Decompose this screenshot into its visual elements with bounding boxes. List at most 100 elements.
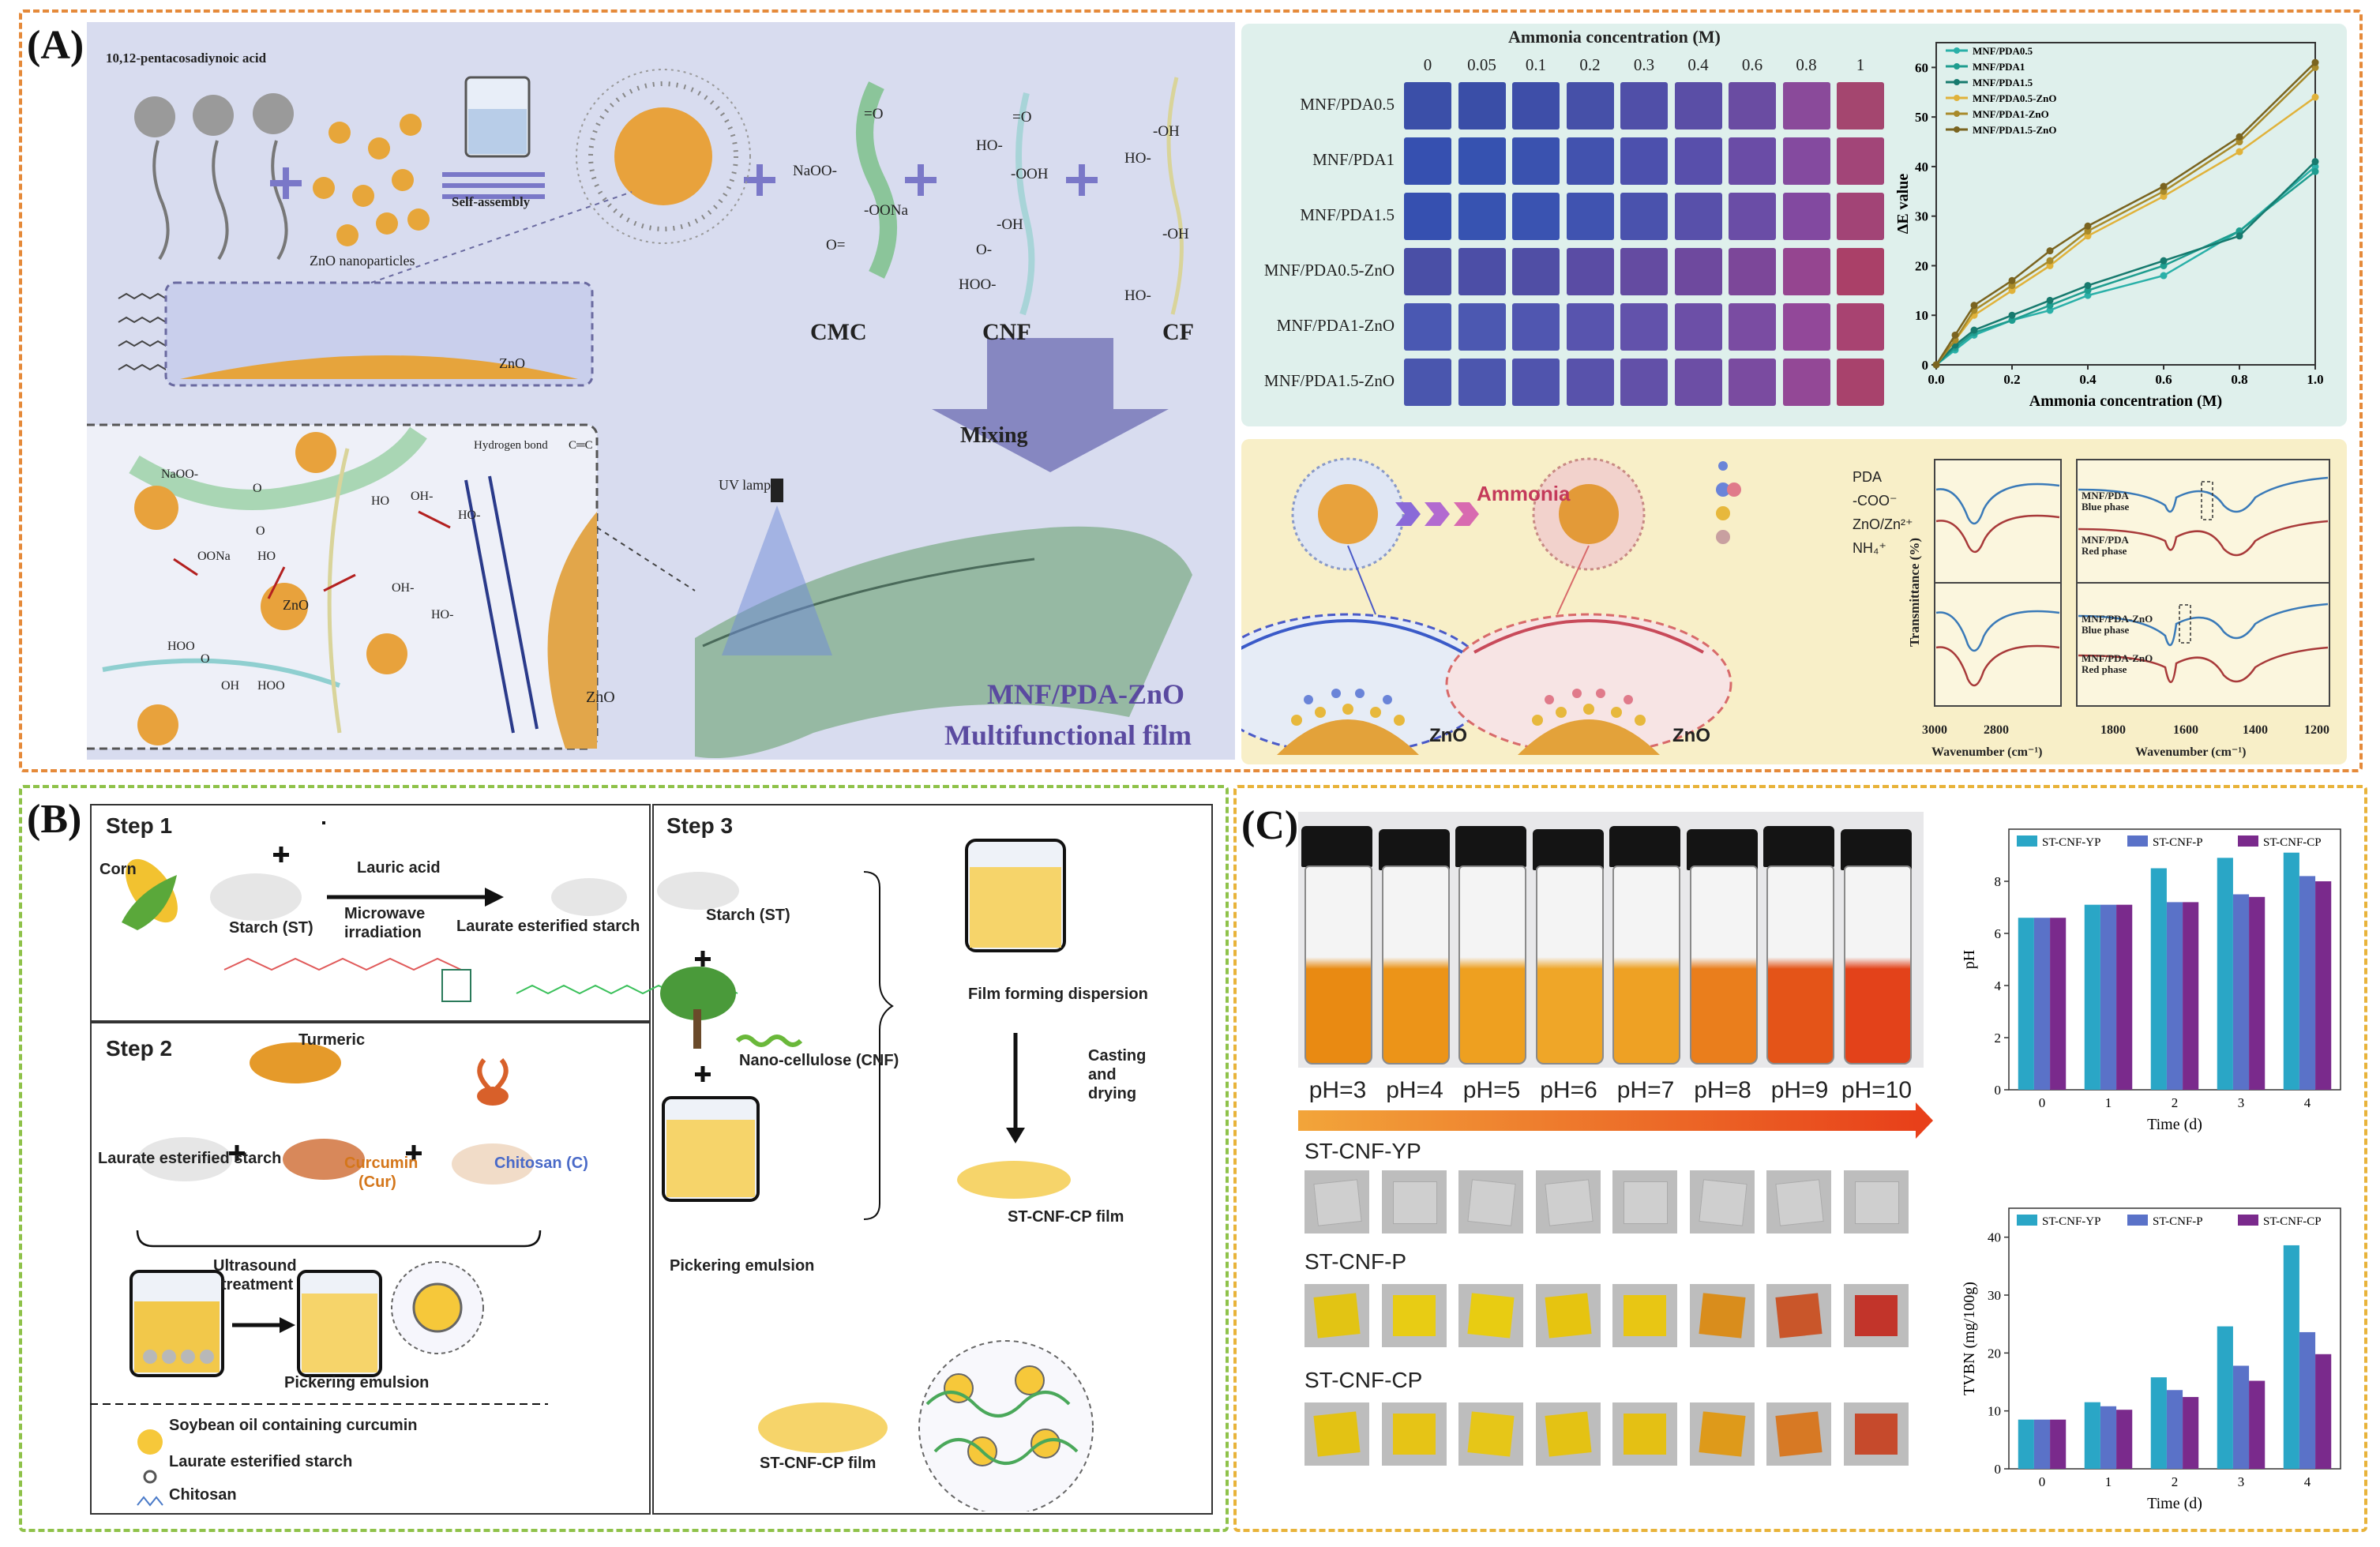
vial: [1535, 865, 1604, 1065]
legend-swatch: [2238, 1215, 2258, 1226]
data-point: [2046, 247, 2054, 255]
grid-column-label: 0: [1423, 55, 1432, 74]
panel-a-label: (A): [27, 23, 84, 68]
legend-label: ST-CNF-P: [2153, 1215, 2203, 1228]
step3-title: Step 3: [666, 813, 734, 838]
lauric-label: Lauric acid: [357, 859, 441, 877]
grid-column-label: 0.05: [1467, 55, 1496, 74]
data-point: [2160, 261, 2168, 269]
mech-legend-coo: -COO⁻: [1853, 493, 1898, 509]
data-point: [2235, 148, 2243, 156]
color-swatch: [1729, 137, 1776, 185]
bar: [2116, 1410, 2133, 1469]
ph-label: pH=9: [1770, 1077, 1829, 1103]
color-swatch: [1458, 248, 1506, 295]
legend-label: MNF/PDA0.5-ZnO: [1973, 92, 2057, 104]
panel-a-frame: [19, 9, 2363, 772]
film-sample: [1624, 1295, 1666, 1336]
x-tick-label: 0.8: [2231, 372, 2247, 387]
dispersion-label: Film forming dispersion: [968, 986, 1148, 1003]
data-point: [1970, 326, 1978, 334]
casting-label-1: Casting: [1088, 1047, 1147, 1065]
film-swatch: [1843, 1402, 1909, 1466]
color-swatch: [1566, 303, 1614, 351]
color-swatch: [1620, 82, 1668, 130]
microwave-label-2: irradiation: [344, 924, 422, 941]
row-label-yp: ST-CNF-YP: [1304, 1139, 1421, 1163]
ftir-label-2: Blue phase: [2082, 501, 2130, 513]
color-swatch: [1566, 359, 1614, 406]
film-title-1: MNF/PDA-ZnO: [987, 678, 1184, 710]
x-tick-label: 1.0: [2307, 372, 2323, 387]
row-label-cp: ST-CNF-CP: [1304, 1368, 1423, 1392]
grid-title: Ammonia concentration (M): [1508, 27, 1721, 47]
color-swatch: [1458, 82, 1506, 130]
step2-title: Step 2: [106, 1036, 173, 1061]
cmc-group-2: NaOO-: [793, 163, 837, 179]
grid-column-label: 0.8: [1796, 55, 1817, 74]
step2-les-label: Laurate esterified starch: [98, 1150, 282, 1167]
bar: [2100, 904, 2117, 1090]
detail-group-13: HOO: [257, 679, 285, 693]
film-swatch: [1843, 1284, 1909, 1347]
data-point: [2008, 276, 2016, 284]
data-point: [2084, 287, 2092, 295]
data-point: [2160, 272, 2168, 280]
vial-cap: [1455, 826, 1526, 867]
color-swatch: [1674, 359, 1722, 406]
data-point: [2160, 193, 2168, 201]
x-tick-label: 2: [2172, 1095, 2179, 1110]
turmeric-label: Turmeric: [298, 1031, 366, 1049]
scheme-drawing: [87, 69, 1192, 758]
film-sample: [1392, 1414, 1436, 1455]
film-swatch: [1766, 1170, 1831, 1233]
bar: [2166, 1390, 2183, 1469]
panel-b-frame: [19, 785, 1229, 1532]
ftir-label-1: MNF/PDA: [2082, 490, 2129, 501]
data-point: [2084, 291, 2092, 299]
data-point: [2008, 317, 2016, 325]
color-swatch: [1404, 137, 1451, 185]
film-swatch: [1381, 1170, 1447, 1233]
ftir-xtick-3000: 3000: [1922, 723, 1947, 737]
color-swatch: [1458, 359, 1506, 406]
detail-group-8: HO: [257, 550, 276, 563]
lipid-molecules: [152, 140, 288, 261]
color-swatch: [1404, 303, 1451, 351]
color-swatch: [1782, 303, 1830, 351]
casting-label-2: and: [1088, 1066, 1117, 1083]
ftir-label-8: Red phase: [2082, 663, 2127, 675]
film-label-1: ST-CNF-CP film: [1008, 1208, 1124, 1226]
grid-row-label: MNF/PDA1.5: [1300, 205, 1395, 224]
y-tick-label: 60: [1915, 60, 1928, 75]
legend-les: Laurate esterified starch: [169, 1453, 353, 1470]
x-axis-label: Time (d): [2147, 1116, 2202, 1133]
ph-label: pH=3: [1308, 1077, 1367, 1103]
film-sample: [1775, 1293, 1823, 1339]
film-swatch: [1458, 1284, 1523, 1347]
x-tick-label: 3: [2238, 1474, 2245, 1489]
bar: [2150, 1377, 2167, 1469]
y-tick-label: 30: [1988, 1288, 2001, 1303]
ph-label: pH=6: [1540, 1077, 1597, 1103]
film-sample: [1698, 1411, 1746, 1457]
color-swatch: [1458, 193, 1506, 240]
detail-group-1: NaOO-: [161, 467, 199, 481]
color-swatch: [1674, 82, 1722, 130]
bar: [2050, 918, 2067, 1090]
ftir-xtick-1600: 1600: [2173, 723, 2198, 737]
data-point: [2235, 227, 2243, 235]
color-swatch: [1837, 82, 1884, 130]
ftir-xtick-1200: 1200: [2304, 723, 2329, 737]
grid-row-label: MNF/PDA1-ZnO: [1276, 316, 1395, 335]
x-tick-label: 0.2: [2003, 372, 2020, 387]
color-swatch: [1620, 303, 1668, 351]
color-swatch: [1837, 137, 1884, 185]
film-sample: [1392, 1295, 1436, 1336]
film-swatch: [1612, 1284, 1677, 1347]
bar: [2217, 858, 2233, 1090]
bar: [2217, 1326, 2233, 1469]
film-sample: [1544, 1179, 1594, 1226]
legend-marker: [1954, 95, 1960, 101]
